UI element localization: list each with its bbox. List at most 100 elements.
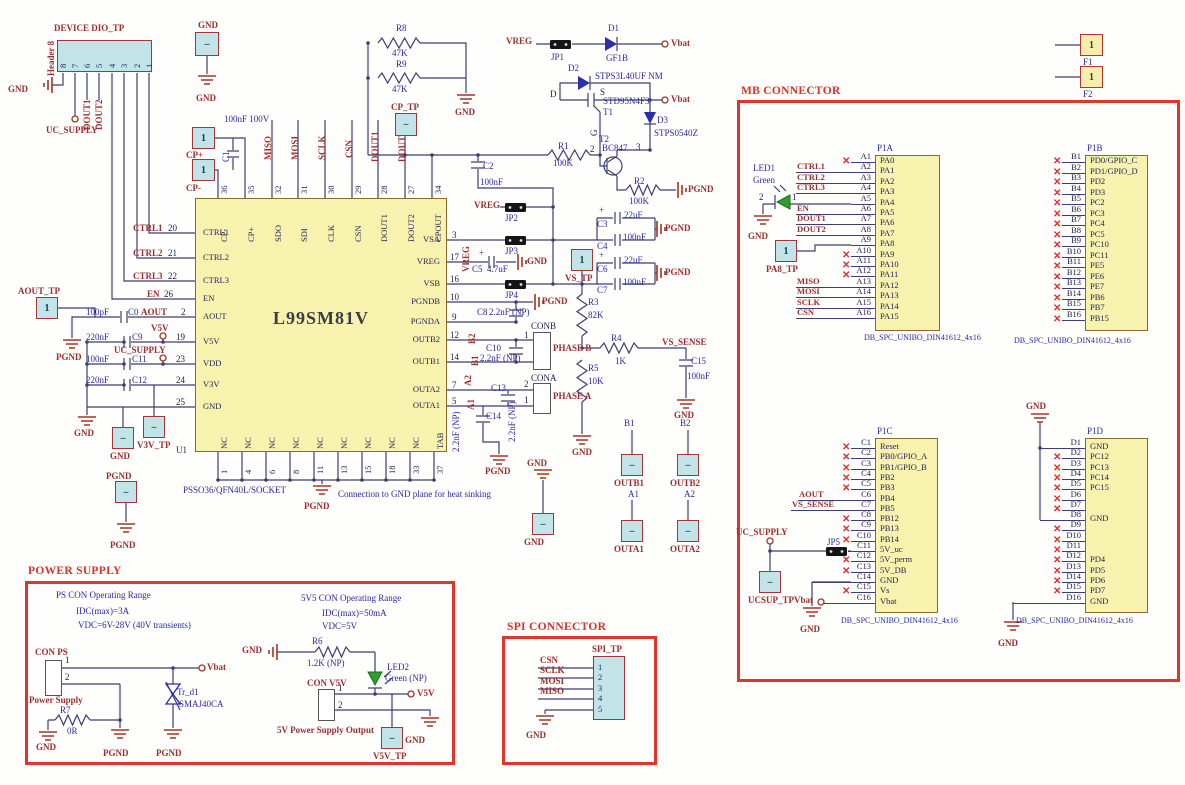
net-label: CTRL2	[133, 248, 163, 258]
test-point-v5v: –	[381, 727, 403, 749]
pin-label: PD1/GPIO_D	[1090, 166, 1138, 176]
pin-number: B14	[1066, 288, 1081, 298]
ic-pin-name: CTRL2	[203, 252, 229, 262]
ic-pin-name: NC	[219, 437, 229, 449]
pin-wire	[1062, 162, 1085, 164]
net-label: Tr_d1	[177, 687, 199, 697]
ic-pin-name: CTRL1	[203, 227, 229, 237]
pin-number: C1	[861, 437, 871, 447]
pin-number: A16	[856, 307, 871, 317]
x-mark: ✕	[842, 535, 851, 546]
pin-label: PD2	[1090, 176, 1106, 186]
net-label: LED2	[387, 662, 409, 672]
test-point-pa8: 1	[775, 240, 797, 262]
pin-wire	[1062, 183, 1085, 185]
net-label: 100nF	[623, 232, 647, 242]
ic-pin-number: 32	[273, 185, 283, 195]
net-label: 7	[452, 380, 457, 390]
pin-label: PA5	[880, 207, 895, 217]
pin-wire	[851, 162, 875, 164]
pin-wire	[824, 603, 875, 605]
pin-label: PB15	[1090, 313, 1109, 323]
net-label: PGND	[106, 471, 132, 481]
dio-pin-number: 1	[144, 63, 154, 68]
net-label: GND	[198, 20, 218, 30]
net-label: 220nF	[86, 375, 110, 385]
net-label: DOUT1	[797, 213, 826, 223]
pin-label: Vs	[880, 585, 890, 595]
ic-pin-number: 8	[291, 469, 301, 474]
net-label: PGND	[665, 223, 691, 233]
net-label: 26	[164, 289, 173, 299]
pin-label: PA14	[880, 301, 899, 311]
net-label: STPS3L40UF NM	[595, 71, 663, 81]
pin-number: A2	[860, 161, 871, 171]
pin-number: D15	[1066, 581, 1081, 591]
net-label: BC847	[602, 143, 628, 153]
pin-number: A11	[856, 255, 871, 265]
pin-wire	[1062, 489, 1085, 491]
net-label: D1	[608, 23, 619, 33]
spi-connector-title: SPI CONNECTOR	[507, 621, 607, 633]
net-label: 1	[792, 192, 797, 202]
test-point-cp-plus: 1	[192, 127, 215, 149]
pin-wire	[851, 479, 875, 481]
net-label: UC_SUPPLY	[736, 527, 788, 537]
pin-number: C5	[861, 478, 871, 488]
ic-pin-name: CP+	[246, 226, 256, 242]
net-label: 82K	[588, 310, 604, 320]
dio-pin-number: 3	[119, 63, 129, 68]
pin-wire	[1062, 173, 1085, 175]
net-label: STPS0540Z	[654, 128, 699, 138]
ic-pin-name: NC	[387, 437, 397, 449]
pin-wire	[1062, 288, 1085, 290]
pin-label: PA2	[880, 176, 895, 186]
net-label: 47K	[392, 84, 408, 94]
ic-pin-name: OUTA1	[412, 400, 440, 410]
net-label: C1	[221, 151, 231, 162]
x-mark: ✕	[1053, 494, 1062, 505]
net-label: 10	[450, 292, 459, 302]
pin-number: B11	[1067, 256, 1081, 266]
net-label: UCSUP_TP	[748, 595, 795, 605]
net-label: C0	[128, 307, 139, 317]
net-label: MOSI	[540, 676, 565, 686]
ic-pin-number: 30	[326, 185, 336, 195]
ic-pin-number: 15	[363, 465, 373, 475]
pin-wire	[796, 183, 875, 185]
net-label: UC_SUPPLY	[114, 345, 166, 355]
pin-label: PA10	[880, 259, 899, 269]
net-label: CTRL2	[797, 172, 825, 182]
net-label: 22	[168, 271, 177, 281]
net-label: 2	[524, 379, 529, 389]
net-label: VS_SENSE	[792, 499, 835, 509]
x-mark: ✕	[1053, 293, 1062, 304]
pin-wire	[1062, 299, 1085, 301]
net-label: R9	[396, 59, 407, 69]
ic-pin-name: V3V	[203, 379, 220, 389]
net-label: CONA	[531, 373, 557, 383]
net-label: GND	[527, 256, 547, 266]
connector-P1B	[1085, 155, 1148, 331]
dio-pin-number: 5	[94, 63, 104, 68]
pin-number: C10	[856, 530, 871, 540]
net-label: R1	[558, 141, 569, 151]
net-label: PHASE B	[553, 343, 592, 353]
pin-label: PA8	[880, 238, 895, 248]
ic-pin-number: 33	[411, 465, 421, 475]
pin-wire	[1062, 246, 1085, 248]
pin-label: PA7	[880, 228, 895, 238]
net-label: PGND	[688, 184, 714, 194]
x-mark: ✕	[1053, 566, 1062, 577]
pin-wire	[1062, 541, 1085, 543]
pin-number: D13	[1066, 561, 1081, 571]
net-label: CTRL3	[797, 182, 825, 192]
pin-number: C9	[861, 519, 871, 529]
ic-pin-number: 27	[406, 185, 416, 195]
pin-wire	[1062, 469, 1085, 471]
net-label: 2.2nF (NP)	[480, 353, 521, 363]
ic-pin-name: VSA	[422, 234, 440, 244]
net-label: CTRL3	[133, 271, 163, 281]
pin-label: GND	[1090, 441, 1109, 451]
